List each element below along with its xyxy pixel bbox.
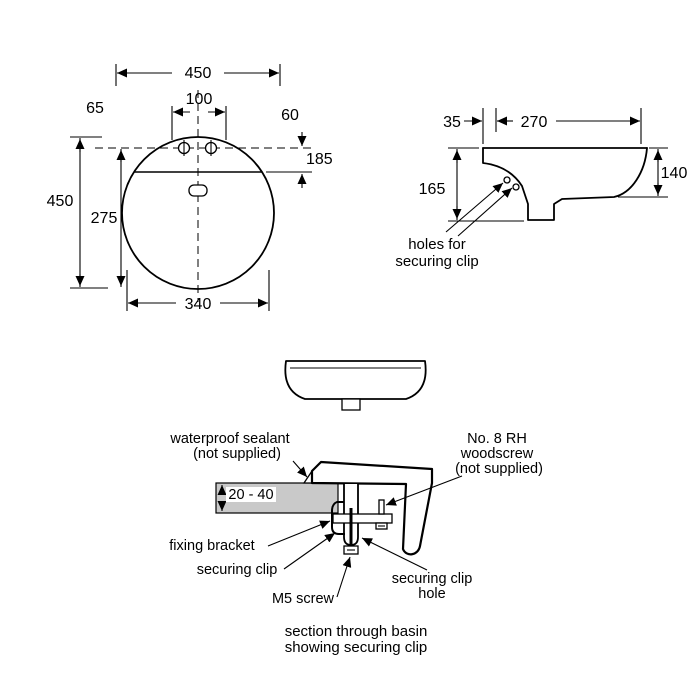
fixing-bracket (332, 513, 393, 524)
dim-hole-spacing: 100 (186, 91, 213, 108)
plan-view: 450 100 65 60 185 450 275 340 (47, 64, 333, 313)
holes-callout-line2: securing clip (395, 253, 478, 270)
basin-section-outline (310, 460, 434, 556)
securing-clip-hole-2 (512, 183, 520, 191)
dim-top-width: 450 (185, 65, 212, 82)
dim-panel-thickness: 20 - 40 (228, 487, 273, 503)
m5-screw-leader (336, 556, 352, 598)
side-profile (482, 147, 648, 221)
dim-holes-to-front: 185 (306, 151, 333, 168)
side-view: 35 270 165 140 holes for securing clip (395, 108, 687, 270)
dim-top-depth: 270 (521, 114, 548, 131)
sealant-label-line2: (not supplied) (193, 446, 281, 462)
section-caption-line1: section through basin (285, 623, 428, 640)
holes-leader-2 (457, 187, 513, 237)
dim-overall-depth: 450 (47, 193, 74, 210)
front-view (284, 360, 427, 411)
securing-clip-leader (283, 532, 336, 570)
securing-clip-hole-1 (503, 176, 511, 184)
dim-bowl-depth: 275 (91, 210, 118, 227)
section-view: 20 - 40 waterproof sealant (not supplied… (169, 431, 543, 656)
clip-hole-label-line2: hole (418, 586, 445, 602)
clip-hole-leader (361, 537, 428, 571)
clip-hole-label-line1: securing clip (392, 571, 473, 587)
dim-right-hole-offset: 60 (281, 107, 299, 124)
front-outline (284, 360, 427, 400)
dim-back-to-holes: 35 (443, 114, 461, 131)
holes-leader-1 (445, 182, 504, 233)
holes-callout-line1: holes for (408, 236, 466, 253)
woodscrew-label-line2: woodscrew (460, 446, 534, 462)
fixing-bracket-leader (267, 520, 331, 547)
front-fixing-tab (341, 398, 361, 411)
woodscrew-leader (385, 475, 463, 506)
woodscrew-label-line3: (not supplied) (455, 461, 543, 477)
securing-clip-label: securing clip (197, 562, 278, 578)
overflow-slot (188, 184, 208, 197)
woodscrew-label-line1: No. 8 RH (467, 431, 527, 447)
securing-clip (331, 501, 345, 535)
sealant-bead (302, 468, 313, 484)
woodscrew-shaft (378, 499, 385, 515)
dim-front-height: 140 (661, 165, 688, 182)
sealant-leader (292, 460, 308, 478)
dim-left-hole-offset: 65 (86, 100, 104, 117)
section-caption-line2: showing securing clip (285, 639, 428, 656)
sealant-label-line1: waterproof sealant (169, 431, 289, 447)
dim-overall-height: 165 (419, 181, 446, 198)
dim-bottom-width: 340 (185, 296, 212, 313)
fixing-bracket-label: fixing bracket (169, 538, 254, 554)
m5-screw-label: M5 screw (272, 591, 335, 607)
